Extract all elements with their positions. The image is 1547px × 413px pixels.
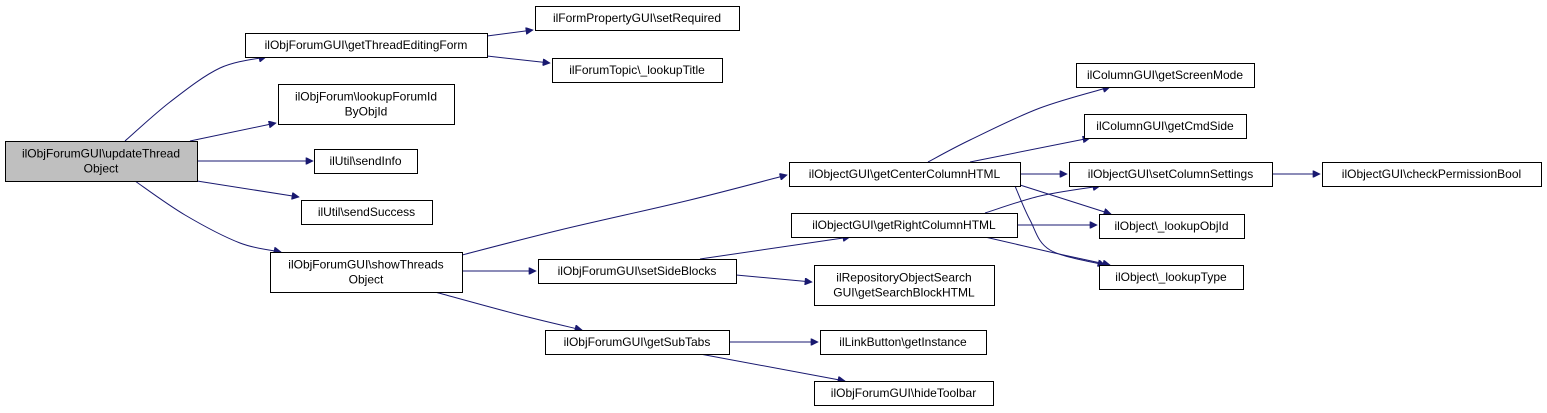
node-box [1099,265,1244,290]
graph-node-n1[interactable]: ilObjForumGUI\getThreadEditingForm [245,33,488,58]
edge-n7-n8 [461,175,787,256]
node-box [5,141,198,182]
node-label: ilObjectGUI\checkPermissionBool [1342,167,1521,181]
graph-node-n8[interactable]: ilObjectGUI\getCenterColumnHTML [789,162,1021,187]
graph-node-n18[interactable]: ilObjForumGUI\getSubTabs [545,330,730,355]
edge-n16-n17 [735,274,812,282]
node-box [791,213,1018,238]
node-label: ilObjForumGUI\getThreadEditingForm [265,38,468,52]
graph-node-n19[interactable]: ilLinkButton\getInstance [820,330,987,355]
graph-node-n13[interactable]: ilObjectGUI\getRightColumnHTML [791,213,1018,238]
node-box [535,6,740,31]
node-label: ilObjForumGUI\setSideBlocks [558,264,717,278]
graph-node-n3[interactable]: ilForumTopic\_lookupTitle [552,58,723,83]
node-label: Object [84,162,119,176]
node-label: ilObjForumGUI\hideToolbar [831,386,976,400]
node-label: GUI\getSearchBlockHTML [833,286,975,300]
graph-node-n12[interactable]: ilObjectGUI\checkPermissionBool [1322,162,1542,187]
edge-n13-n11 [984,186,1100,214]
graph-node-n15[interactable]: ilObject\_lookupType [1099,265,1244,290]
node-box [820,330,987,355]
node-box [1322,162,1542,187]
graph-node-n9[interactable]: ilColumnGUI\getScreenMode [1076,63,1255,88]
edges [124,30,1320,381]
node-label: ilUtil\sendSuccess [318,205,415,219]
edge-n0-n7 [134,180,281,252]
edge-n1-n3 [486,55,550,63]
node-box [1076,63,1255,88]
graph-node-n20[interactable]: ilObjForumGUI\hideToolbar [814,381,994,406]
node-box [278,84,455,125]
node-box [301,200,433,225]
node-box [814,265,995,306]
node-label: ilObject\_lookupType [1115,270,1227,284]
edge-n8-n10 [969,138,1090,163]
node-label: ilLinkButton\getInstance [839,335,967,349]
node-box [270,252,463,293]
node-label: ByObjId [345,105,388,119]
node-box [1069,162,1273,187]
node-label: ilObjForumGUI\updateThread [22,147,180,161]
node-box [789,162,1021,187]
edge-n0-n6 [196,180,299,197]
node-box [814,381,994,406]
node-label: ilObject\_lookupObjId [1114,219,1228,233]
graph-node-n2[interactable]: ilFormPropertyGUI\setRequired [535,6,740,31]
edge-n0-n4 [189,123,276,142]
nodes: ilObjForumGUI\updateThreadObjectilObjFor… [5,6,1542,406]
edge-n18-n20 [699,353,845,381]
graph-node-n17[interactable]: ilRepositoryObjectSearchGUI\getSearchBlo… [814,265,995,306]
node-box [552,58,723,83]
node-label: ilColumnGUI\getScreenMode [1087,68,1243,82]
edge-n8-n14 [1019,184,1111,214]
node-label: ilFormPropertyGUI\setRequired [553,11,721,25]
node-label: ilObjectGUI\getCenterColumnHTML [809,167,1001,181]
edge-n0-n1 [124,57,266,142]
graph-node-n16[interactable]: ilObjForumGUI\setSideBlocks [538,259,737,284]
node-label: ilUtil\sendInfo [329,154,401,168]
node-label: ilObjForum\lookupForumId [295,90,437,104]
node-box [314,149,418,174]
node-box [545,330,730,355]
edge-n13-n15 [984,236,1110,265]
graph-node-n10[interactable]: ilColumnGUI\getCmdSide [1084,114,1247,139]
graph-node-n6[interactable]: ilUtil\sendSuccess [301,200,433,225]
edge-n8-n9 [927,87,1110,163]
graph-node-n14[interactable]: ilObject\_lookupObjId [1099,214,1245,239]
node-label: ilObjForumGUI\getSubTabs [564,335,711,349]
node-label: ilRepositoryObjectSearch [836,271,971,285]
node-label: ilObjectGUI\getRightColumnHTML [812,218,996,232]
node-label: Object [349,273,384,287]
node-box [1084,114,1247,139]
node-label: ilForumTopic\_lookupTitle [569,63,705,77]
edge-n1-n2 [486,30,533,37]
node-label: ilColumnGUI\getCmdSide [1096,119,1234,133]
graph-node-n5[interactable]: ilUtil\sendInfo [314,149,418,174]
edge-n16-n13 [699,237,850,260]
graph-node-n11[interactable]: ilObjectGUI\setColumnSettings [1069,162,1273,187]
node-label: ilObjectGUI\setColumnSettings [1088,167,1253,181]
node-box [1099,214,1245,239]
node-box [245,33,488,58]
node-box [538,259,737,284]
node-label: ilObjForumGUI\showThreads [288,258,443,272]
edge-n7-n18 [434,291,582,330]
